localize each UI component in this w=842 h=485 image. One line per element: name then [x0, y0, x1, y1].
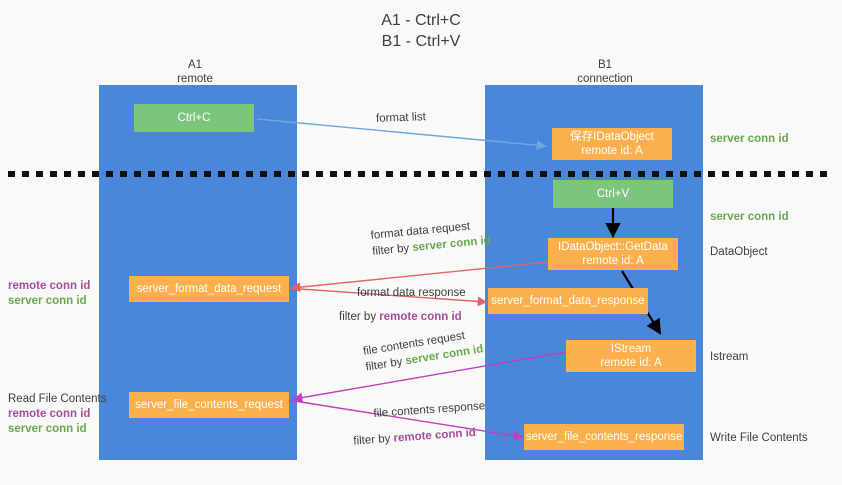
arrow-format-list: [256, 118, 547, 151]
box-ctrl-v-line1: Ctrl+V: [596, 188, 630, 200]
label-group-format-conn-ids: remote conn id server conn id: [8, 279, 90, 309]
label-group-file-conn-ids: Read File Contents remote conn id server…: [8, 392, 106, 437]
box-ctrl-c-line1: Ctrl+C: [177, 112, 211, 124]
box-getdata-line2: remote id: A: [582, 255, 644, 267]
arrow-file-contents-request: [292, 351, 567, 403]
edge-label-format-data-response: format data response filter by remote co…: [339, 285, 466, 325]
title-line-1: A1 - Ctrl+C: [381, 12, 461, 29]
label-format-remote-conn-id: remote conn id: [8, 280, 91, 292]
box-server-file-contents-response[interactable]: server_file_contents_response: [524, 424, 684, 450]
label-format-server-conn-id: server conn id: [8, 295, 87, 307]
box-istream-line1: IStream: [610, 343, 652, 355]
page-title: A1 - Ctrl+C B1 - Ctrl+V: [0, 10, 842, 52]
box-server-file-contents-response-label: server_file_contents_response: [525, 431, 683, 443]
lane-header-b1-subtitle: connection: [577, 73, 633, 85]
box-server-file-contents-request-label: server_file_contents_request: [135, 399, 283, 411]
box-getdata-line1: IDataObject::GetData: [558, 241, 668, 253]
lane-header-b1-title: B1: [597, 59, 613, 71]
edge-label-format-data-response-line1: format data response: [357, 287, 466, 299]
lane-header-a1-title: A1: [187, 59, 203, 71]
box-server-format-data-request-label: server_format_data_request: [136, 283, 282, 295]
edge-label-format-data-response-line2: filter by remote conn id: [339, 309, 466, 325]
edge-label-file-contents-response: file contents response filter by remote …: [353, 398, 488, 448]
box-server-file-contents-request[interactable]: server_file_contents_request: [129, 392, 289, 418]
box-server-format-data-response[interactable]: server_format_data_response: [488, 288, 648, 314]
box-save-idataobject[interactable]: 保存IDataObject remote id: A: [552, 128, 672, 160]
box-ctrl-v[interactable]: Ctrl+V: [553, 180, 673, 208]
label-server-conn-id-top: server conn id: [710, 133, 789, 145]
label-dataobject: DataObject: [710, 246, 768, 258]
lane-header-b1: B1 connection: [505, 58, 705, 86]
label-server-conn-id-middle: server conn id: [710, 211, 789, 223]
edge-label-format-list: format list: [375, 111, 427, 125]
box-istream[interactable]: IStream remote id: A: [566, 340, 696, 372]
label-read-file-contents: Read File Contents: [8, 393, 107, 405]
arrow-format-data-response: [285, 287, 488, 307]
label-file-remote-conn-id: remote conn id: [8, 408, 91, 420]
box-istream-line2: remote id: A: [600, 357, 662, 369]
box-idataobject-getdata[interactable]: IDataObject::GetData remote id: A: [548, 238, 678, 270]
box-server-format-data-request[interactable]: server_format_data_request: [129, 276, 289, 302]
edge-label-format-data-request-prefix: filter by: [371, 242, 413, 258]
box-server-format-data-response-label: server_format_data_response: [491, 295, 645, 307]
edge-label-format-data-response-highlight: remote conn id: [379, 311, 462, 323]
lane-header-a1-subtitle: remote: [177, 73, 213, 85]
lane-header-a1: A1 remote: [95, 58, 295, 86]
arrow-format-data-request: [290, 261, 549, 293]
label-istream: Istream: [710, 351, 749, 363]
label-write-file-contents: Write File Contents: [710, 432, 808, 444]
edge-label-format-data-response-prefix: filter by: [339, 311, 380, 323]
box-save-idataobject-line2: remote id: A: [581, 145, 643, 157]
label-file-server-conn-id: server conn id: [8, 423, 87, 435]
title-line-2: B1 - Ctrl+V: [381, 33, 461, 50]
arrow-file-contents-response: [287, 399, 524, 441]
edge-label-file-contents-response-prefix: filter by: [353, 432, 395, 448]
box-ctrl-c[interactable]: Ctrl+C: [134, 104, 254, 132]
box-save-idataobject-line1: 保存IDataObject: [570, 131, 654, 143]
